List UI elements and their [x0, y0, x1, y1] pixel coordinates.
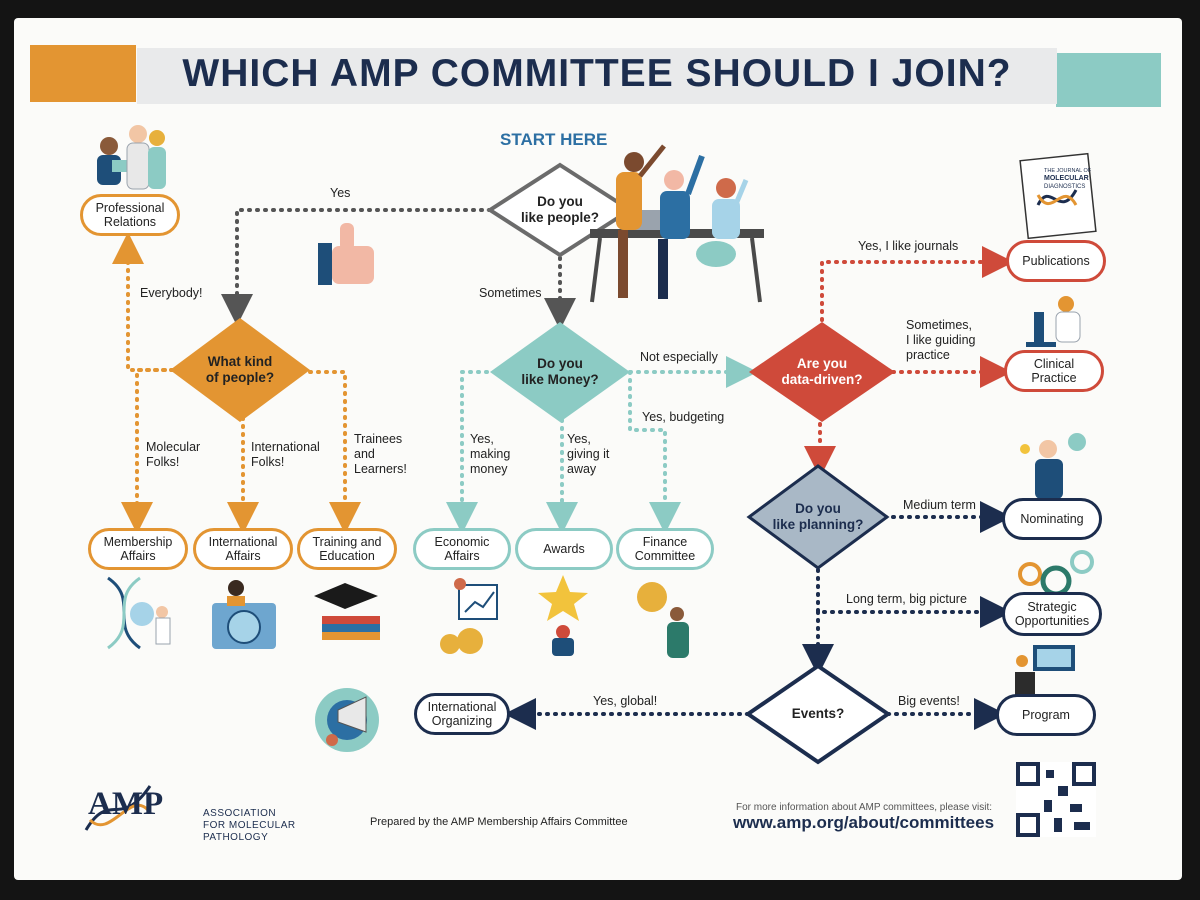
logo-line-2: FOR MOLECULAR	[203, 820, 296, 831]
journal-cover-line3: DIAGNOSTICS	[1044, 184, 1085, 190]
edge-label-sometimes: Sometimes	[479, 286, 542, 300]
header-band	[137, 48, 1057, 104]
edge-label-everybody: Everybody!	[140, 286, 203, 300]
footer-info: For more information about AMP committee…	[736, 802, 993, 813]
qr-code-icon	[1016, 762, 1096, 837]
decision-money	[490, 322, 630, 422]
edge-trainees	[308, 370, 361, 534]
journal-cover-line2: MOLECULAR	[1044, 175, 1089, 182]
scientist-microscope-icon	[1026, 296, 1081, 347]
graduation-cap-icon	[314, 583, 380, 640]
edge-molecular	[121, 368, 174, 534]
committee-publications[interactable]: Publications	[1006, 240, 1106, 282]
edge-label-yes: Yes	[330, 186, 351, 200]
edge-budgeting	[628, 370, 681, 534]
amp-logo-helix	[84, 785, 152, 831]
header-accent-right	[1056, 53, 1161, 107]
edge-label-not-especially: Not especially	[640, 350, 718, 364]
team-illustration	[590, 144, 764, 303]
edge-label-global: Yes, global!	[593, 694, 658, 708]
thumbs-up-icon	[318, 223, 374, 285]
footer-url-link[interactable]: www.amp.org/about/committees	[733, 813, 995, 832]
gears-icon	[1018, 550, 1094, 597]
decision-planning	[746, 464, 890, 570]
amp-logo: AMP	[88, 786, 164, 822]
decision-kind	[170, 318, 310, 422]
megaphone-globe-icon	[315, 688, 379, 752]
video-call-icon	[1015, 645, 1075, 696]
committee-program[interactable]: Program	[996, 694, 1096, 736]
star-trophy-icon	[538, 575, 588, 656]
journal-cover-icon	[1019, 152, 1097, 240]
footer-prepared-by: Prepared by the AMP Membership Affairs C…	[370, 816, 628, 828]
committee-nominating[interactable]: Nominating	[1002, 498, 1102, 540]
decision-events	[744, 663, 892, 765]
poster-sheet	[14, 18, 1182, 880]
coin-person-icon	[637, 582, 689, 658]
logo-line-1: ASSOCIATION	[203, 808, 277, 819]
committee-awards[interactable]: Awards	[515, 528, 613, 570]
logo-line-3: PATHOLOGY	[203, 832, 269, 843]
edge-label-long-term: Long term, big picture	[846, 592, 967, 606]
decision-events-text: Events?	[791, 706, 845, 721]
edge-journals	[820, 246, 1014, 330]
globe-person-icon	[212, 580, 276, 649]
edge-making-money	[446, 370, 497, 534]
dna-lab-icon	[107, 576, 171, 650]
edge-everybody	[112, 232, 239, 372]
journal-cover-line1: THE JOURNAL OF	[1044, 168, 1092, 174]
edge-yes	[221, 208, 492, 326]
edge-label-medium-term: Medium term	[903, 498, 976, 512]
professionals-illustration	[97, 125, 166, 190]
start-here-label: START HERE	[500, 130, 608, 149]
decision-data	[749, 322, 895, 422]
edge-label-big-events: Big events!	[898, 694, 960, 708]
edge-label-budgeting: Yes, budgeting	[642, 410, 725, 424]
presenter-icon	[1020, 433, 1086, 499]
amp-logo-helix-accent	[88, 803, 150, 827]
edge-label-journals: Yes, I like journals	[858, 239, 959, 253]
money-chart-icon	[440, 578, 498, 654]
header-accent-left	[30, 45, 136, 102]
poster-title: WHICH AMP COMMITTEE SHOULD I JOIN?	[182, 52, 1012, 95]
